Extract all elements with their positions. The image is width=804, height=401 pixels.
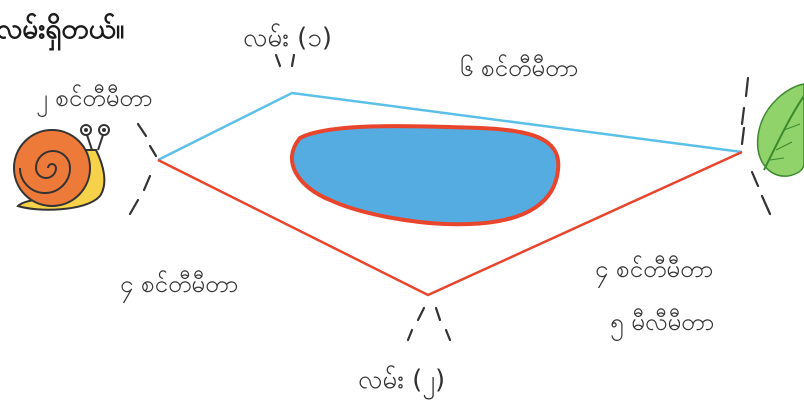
upper-right-segment-label: ၆ စင်တီမီတာ xyxy=(460,53,578,82)
leaf-icon xyxy=(758,84,804,176)
lower-right-segment-label-line1: ၄ စင်တီမီတာ xyxy=(595,254,713,288)
path-1-point-marker xyxy=(276,55,294,66)
lower-right-segment-label-line2: ၅ မီလီမီတာ xyxy=(610,307,714,341)
path-2-point-marker xyxy=(408,308,450,340)
lower-left-segment-label: ၄ စင်တီမီတာ xyxy=(120,269,238,303)
upper-left-segment-label: ၂ စင်တီမီတာ xyxy=(36,83,153,117)
pond-shape xyxy=(292,126,558,224)
start-point-marker xyxy=(130,124,156,214)
snail-icon xyxy=(14,125,109,210)
path-2-label: လမ်း (၂) xyxy=(358,364,445,400)
heading-text: လမ်းရှိတယ်။ xyxy=(0,11,124,52)
path-1-label: လမ်း (၁) xyxy=(243,22,332,53)
